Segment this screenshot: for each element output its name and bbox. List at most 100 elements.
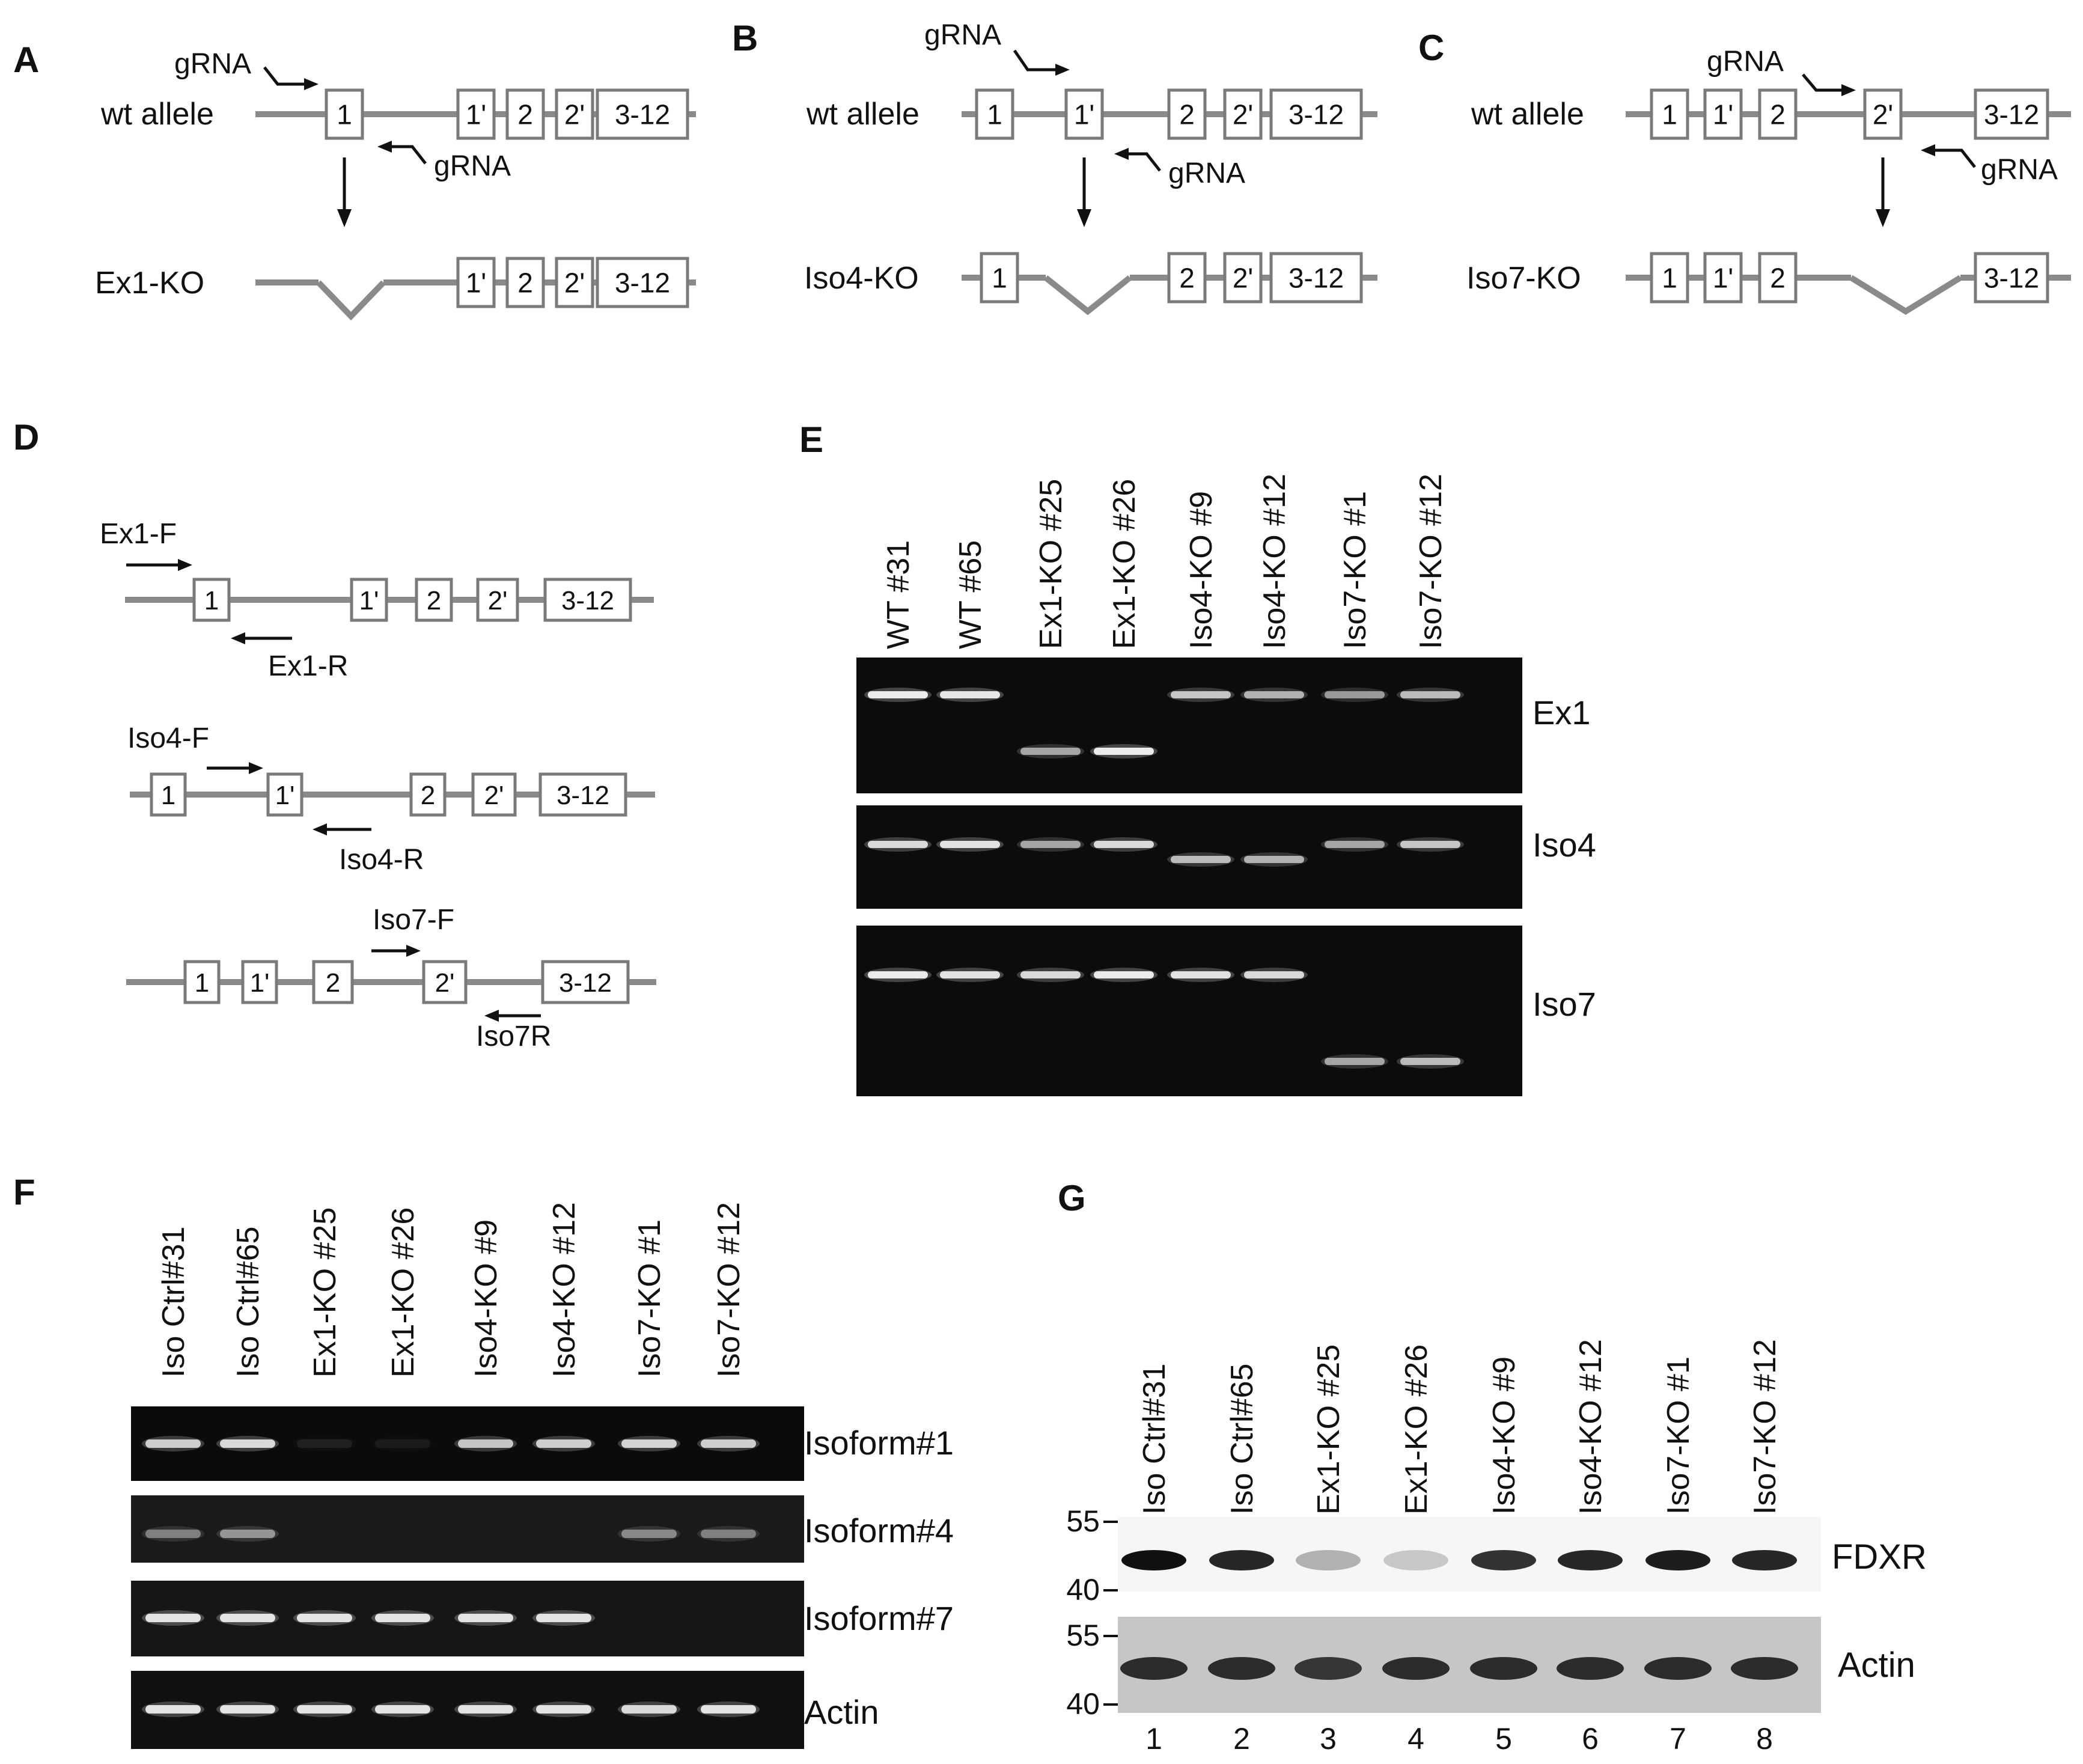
exon-label: 2	[326, 968, 340, 998]
exon-box: 2'	[1863, 88, 1903, 140]
panel-letter-F: F	[13, 1172, 35, 1212]
primer-label: Iso7R	[476, 1021, 551, 1052]
grna-label: gRNA	[1981, 154, 2058, 186]
exon-label: 2'	[1233, 99, 1253, 130]
exon-rect	[266, 772, 303, 817]
gel-band	[536, 1705, 591, 1714]
exon-label: 1'	[466, 267, 486, 299]
exon-rect	[241, 960, 278, 1004]
blot-band	[1471, 1550, 1536, 1570]
gel-band	[145, 1705, 201, 1714]
blot-band	[1382, 1657, 1450, 1680]
exon-label: 1	[337, 99, 352, 130]
arrow-head	[1921, 144, 1935, 156]
lane-label: Iso7-KO #1	[1661, 1357, 1696, 1515]
exon-label: 2	[1179, 263, 1195, 294]
arrow-head	[1841, 84, 1856, 96]
gel-band	[297, 1439, 352, 1448]
exon-rect	[325, 88, 364, 140]
exon-box: 1'	[350, 578, 388, 622]
lane-number: 4	[1407, 1722, 1424, 1756]
gel-band	[1325, 841, 1385, 848]
primer-label: Ex1-F	[100, 518, 177, 550]
exon-rect	[1223, 252, 1263, 304]
lane-label: Iso7-KO #12	[712, 1202, 746, 1378]
exon-box: 1	[150, 772, 187, 817]
lane-number: 8	[1756, 1722, 1773, 1756]
exon-label: 1'	[1713, 263, 1733, 294]
arrow-head	[178, 559, 192, 571]
gel-band	[536, 1614, 591, 1622]
exon-rect	[1269, 88, 1363, 140]
exon-box: 3-12	[1269, 88, 1363, 140]
lane-number: 1	[1145, 1722, 1162, 1756]
exon-label: 3-12	[1289, 99, 1344, 130]
gel-band	[1020, 748, 1081, 755]
blot-band	[1296, 1550, 1361, 1570]
exon-label: 2	[517, 99, 533, 130]
exon-label: 1	[992, 263, 1007, 294]
exon-box: 2'	[476, 578, 519, 622]
blot-band	[1209, 1550, 1274, 1570]
exon-label: 2	[427, 586, 441, 615]
exon-box: 1'	[1064, 88, 1104, 140]
panel-letter-A: A	[13, 40, 39, 80]
exon-box: 1'	[1703, 252, 1743, 304]
gel-band	[536, 1439, 591, 1448]
gel-band	[1325, 1058, 1385, 1065]
gel-label: Iso7	[1533, 985, 1596, 1023]
gel-band	[1171, 691, 1231, 698]
exon-rect	[415, 578, 453, 622]
gel-band	[1094, 971, 1154, 978]
blot-band	[1645, 1550, 1710, 1570]
exon-label: 3-12	[1984, 263, 2039, 294]
lane-label: Ex1-KO #26	[1107, 479, 1142, 649]
exon-label: 2	[517, 267, 533, 299]
panel-letter-B: B	[732, 18, 758, 58]
exon-box: 2'	[1223, 88, 1263, 140]
exon-rect	[350, 578, 388, 622]
gel-band	[375, 1439, 430, 1448]
exon-box: 2'	[471, 772, 517, 817]
exon-label: 1	[987, 99, 1002, 130]
gel-band	[868, 971, 928, 978]
blot-band	[1383, 1550, 1448, 1570]
primer-label: Iso4-F	[127, 722, 209, 754]
exon-label: 1'	[1713, 99, 1733, 130]
gel-label: Ex1	[1533, 694, 1591, 731]
gel-band	[1171, 856, 1231, 863]
arrow-head	[1114, 148, 1129, 160]
exon-rect	[422, 960, 468, 1004]
gel-band	[145, 1530, 201, 1538]
gel-band	[1171, 971, 1231, 978]
lane-label: Ex1-KO #25	[1034, 479, 1069, 649]
lane-number: 2	[1233, 1722, 1250, 1756]
primer-label: Iso4-R	[339, 844, 424, 876]
mw-marker-label: 55	[1066, 1619, 1100, 1652]
exon-box: 2	[505, 257, 545, 308]
gel-band-glow	[618, 1526, 680, 1542]
gel-band	[1020, 841, 1081, 848]
panel-letter-E: E	[799, 420, 823, 460]
exon-rect	[1758, 252, 1798, 304]
exon-rect	[1974, 252, 2049, 304]
gel-Isoform#4	[131, 1495, 804, 1563]
exon-label: 2	[1770, 99, 1786, 130]
gel-band	[1020, 971, 1081, 978]
exon-rect	[555, 257, 594, 308]
blot-band	[1121, 1550, 1186, 1570]
blot-band	[1557, 1657, 1624, 1680]
exon-rect	[456, 257, 496, 308]
lane-label: Ex1-KO #25	[1311, 1344, 1346, 1515]
gel-band	[701, 1530, 756, 1538]
lane-label: Ex1-KO #25	[308, 1207, 343, 1378]
ko-label: Iso7-KO	[1466, 261, 1581, 296]
exon-label: 3-12	[1289, 263, 1344, 294]
mw-marker-label: 40	[1066, 1573, 1100, 1607]
exon-box: 3-12	[1974, 252, 2049, 304]
exon-box: 3-12	[541, 960, 630, 1004]
arrow-head	[313, 823, 327, 835]
lane-label: Iso7-KO #12	[1748, 1339, 1783, 1515]
arrow-head	[377, 141, 392, 153]
